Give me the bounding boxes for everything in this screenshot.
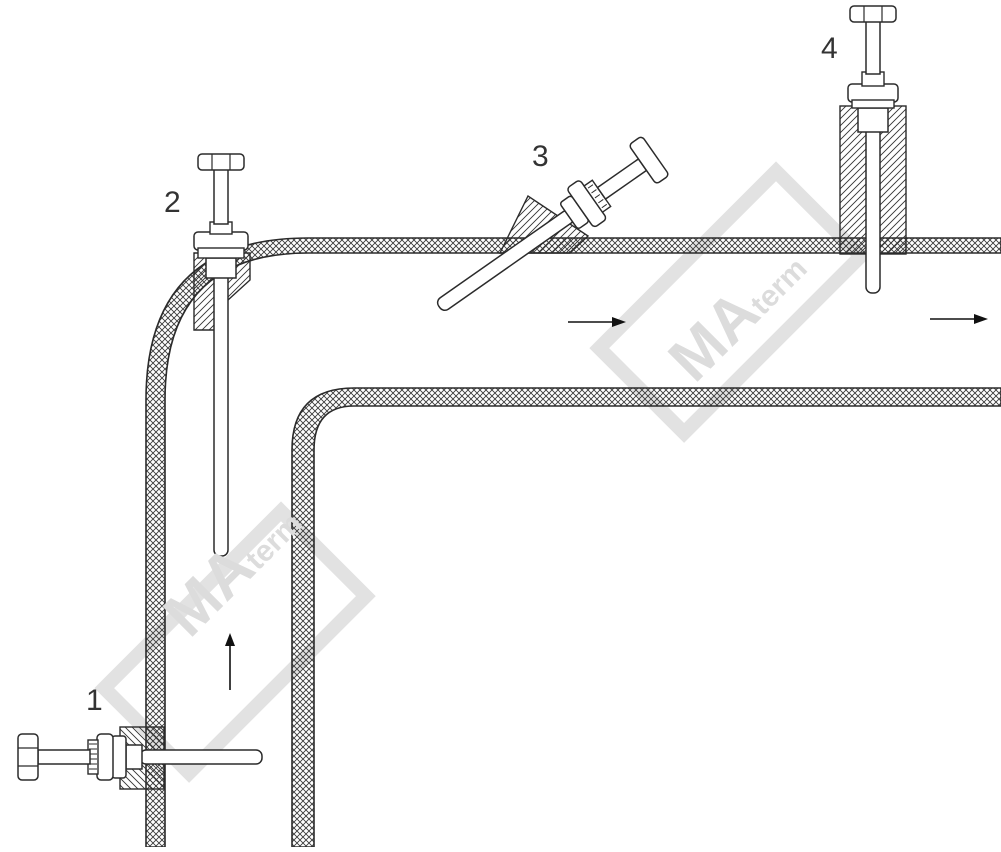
sensor-1-nut — [111, 735, 127, 779]
sensor-3-handle — [629, 136, 669, 184]
outer-pipe-wall — [145, 237, 1001, 848]
inner-pipe-wall — [291, 387, 1001, 848]
sensor-1 — [17, 726, 263, 790]
label-sensor-2: 2 — [164, 186, 181, 219]
label-sensor-1: 1 — [86, 684, 103, 717]
label-sensor-4: 4 — [821, 32, 838, 65]
sensor-1-handle — [17, 733, 39, 781]
sensor-1-probe — [139, 749, 263, 765]
sensor-2-handle — [197, 153, 245, 171]
sensor-2 — [193, 153, 251, 557]
label-sensor-3: 3 — [532, 140, 549, 173]
sensor-4 — [839, 5, 907, 294]
sensor-2-probe — [213, 269, 229, 557]
sensor-3 — [436, 136, 669, 312]
flow-arrow-up — [225, 633, 235, 690]
sensor-3-probe — [436, 209, 575, 312]
sensor-4-handle — [849, 5, 897, 23]
flow-arrow-right-1 — [568, 317, 626, 327]
sensor-4-probe — [865, 119, 881, 294]
flow-arrow-right-2 — [930, 314, 988, 324]
